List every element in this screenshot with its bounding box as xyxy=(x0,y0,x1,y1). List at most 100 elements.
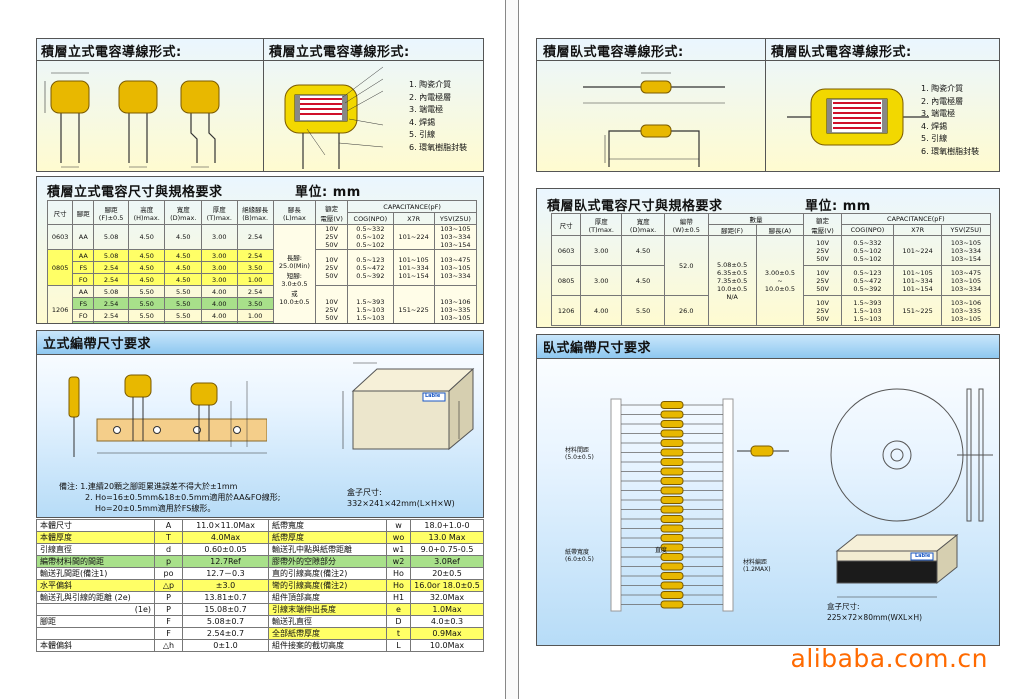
x7r-cell: 151~225 xyxy=(893,295,943,326)
col-capacitance: CAPACITANCE(pF) xyxy=(347,200,477,213)
height-cell: 5.50 xyxy=(127,285,166,298)
spec-cell: 輸送孔中點與紙帶距離 xyxy=(268,543,387,556)
vertical-spec-panel: 積層立式電容尺寸與規格要求 單位: mm 尺寸 腳距 腳距 (F)±0.5 高度… xyxy=(36,176,484,324)
col-leg-length: 腳長(A) xyxy=(755,224,805,236)
legend-item: 4. 焊錫 xyxy=(409,117,436,127)
spec-cell: 12.7Ref xyxy=(182,555,269,568)
vertical-lead-forms-panel: 積層立式電容導線形式: 積層立式電容導線形式: xyxy=(36,38,484,172)
thickness-cell: 3.00 xyxy=(201,249,238,262)
spec-cell: 紙帶厚度 xyxy=(268,531,387,544)
vertical-box-size: 盒子尺寸: 332×241×42mm(L×H×W) xyxy=(347,487,455,509)
y5v-cell: 103~106 103~335 103~105 xyxy=(433,285,478,323)
spec-cell: p xyxy=(154,555,183,568)
spec-cell: 0.9Max xyxy=(410,627,484,640)
height-cell: 5.50 xyxy=(127,321,166,323)
tape-capacitor xyxy=(660,505,684,514)
legend-item: 5. 引線 xyxy=(409,130,436,139)
leg-cell: 3.50 xyxy=(236,297,274,310)
tape-capacitor xyxy=(660,486,684,495)
tape-capacitor xyxy=(660,600,684,609)
spec-cell: T xyxy=(154,531,183,544)
horizontal-box-drawing xyxy=(835,533,959,598)
height-cell: 4.50 xyxy=(127,249,166,262)
pin-cell: FO xyxy=(72,309,95,322)
col-count: 數量 xyxy=(707,213,805,225)
size-cell: 1206 xyxy=(46,285,74,323)
thickness-cell: 4.00 xyxy=(201,285,238,298)
legend-item: 5. 引線 xyxy=(921,134,948,143)
spec-cell: 9.0+0.75-0.5 xyxy=(410,543,484,556)
voltage-cell: 10V 25V 50V xyxy=(315,285,349,323)
spec-cell: F xyxy=(154,615,183,628)
horizontal-lead-forms-title-b: 積層臥式電容導線形式: xyxy=(771,45,912,60)
cog-cell: 0.5~123 0.5~472 0.5~392 xyxy=(840,265,895,296)
spec-cell: (1e) xyxy=(36,603,155,616)
col-cog: COG(NPO) xyxy=(840,224,895,236)
spec-cell: 20±0.5 xyxy=(410,567,484,580)
y5v-cell: 103~475 103~105 103~334 xyxy=(433,249,478,286)
tape-width-cell: 26.0 xyxy=(663,295,709,326)
height-cell: 5.50 xyxy=(127,297,166,310)
legend-item: 2. 內電極層 xyxy=(921,96,964,106)
col-x7r: X7R xyxy=(893,224,943,236)
y5v-cell: 103~105 103~334 103~154 xyxy=(433,224,478,250)
pin-cell: FS xyxy=(72,321,95,323)
spec-cell: 10.0Max xyxy=(410,639,484,652)
spec-cell: 引線直徑 xyxy=(36,543,155,556)
spec-cell: 膠帶外的空隙部分 xyxy=(268,555,387,568)
width-cell: 5.50 xyxy=(621,295,665,326)
spec-cell: 本體偏斜 xyxy=(36,639,155,652)
spec-cell: 引線末端伸出長度 xyxy=(268,603,387,616)
horizontal-lead-forms-panel: 積層臥式電容導線形式: 積層臥式電容導線形式: 1. 陶瓷介質 2. 內電極層 … xyxy=(536,38,1000,172)
col-pin: 腳距 xyxy=(72,200,95,225)
leg-cell: 2.54 xyxy=(236,224,274,250)
tape-capacitor xyxy=(660,572,684,580)
spec-cell: 本體尺寸 xyxy=(36,519,155,532)
vertical-lead-forms-title-a: 積層立式電容導線形式: xyxy=(41,45,182,60)
spec-cell: 水平偏斜 xyxy=(36,579,155,592)
pin-cell: FO xyxy=(72,273,95,286)
spec-cell: po xyxy=(154,567,183,580)
tape-capacitor xyxy=(660,524,684,533)
vertical-tape-drawing xyxy=(68,374,267,457)
thickness-cell: 3.00 xyxy=(580,235,623,266)
spec-cell: t xyxy=(386,627,411,640)
spec-cell: 32.0Max xyxy=(410,591,484,604)
tape-width-cell: 52.0 xyxy=(663,235,709,296)
spec-cell: 輸送孔間距(備注1) xyxy=(36,567,155,580)
legend-item: 2. 內電極層 xyxy=(409,92,452,102)
left-page: 積層立式電容導線形式: 積層立式電容導線形式: xyxy=(0,0,500,699)
tape-capacitor xyxy=(660,534,684,542)
col-capacitance: CAPACITANCE(pF) xyxy=(840,213,992,225)
vertical-parts-legend: 1. 陶瓷介質 2. 內電極層 3. 端電極 4. 焊錫 5. 引線 6. 環氧… xyxy=(409,79,467,154)
spec-cell: P xyxy=(154,591,183,604)
horizontal-box-label-tag: Lable xyxy=(915,553,931,559)
pitch-cell: 5.08 xyxy=(93,321,129,323)
vertical-spec-unit: 單位: mm xyxy=(295,185,361,200)
width-cell: 4.50 xyxy=(164,273,203,286)
pitch-cell: 2.54 xyxy=(93,309,129,322)
spec-cell xyxy=(36,627,155,640)
legend-item: 3. 端電極 xyxy=(409,105,444,114)
spec-cell: Ho xyxy=(386,579,411,592)
vertical-lead-forms-title-b: 積層立式電容導線形式: xyxy=(269,45,410,60)
horizontal-box-size: 盒子尺寸: 225×72×80mm(WXL×H) xyxy=(827,601,922,623)
tape-gap-label: 材料間距 (5.0±0.5) xyxy=(565,447,594,461)
note-line: Ho=20±0.5mm適用於FS線形。 xyxy=(95,504,216,513)
thickness-cell: 3.00 xyxy=(201,273,238,286)
page-gutter xyxy=(505,0,519,699)
col-size: 尺寸 xyxy=(550,213,582,236)
tape-capacitor xyxy=(660,429,684,438)
pitch-cell: 2.54 xyxy=(93,297,129,310)
spec-cell: 彎的引線高度(備注2) xyxy=(268,579,387,592)
vertical-taping-title: 立式編帶尺寸要求 xyxy=(37,331,483,355)
thickness-cell: 3.00 xyxy=(201,224,238,250)
box-size-label: 盒子尺寸: xyxy=(827,602,860,611)
pin-cell: AA xyxy=(72,249,95,262)
col-cog: COG(NPO) xyxy=(347,212,394,225)
tape-capacitor xyxy=(660,420,684,428)
